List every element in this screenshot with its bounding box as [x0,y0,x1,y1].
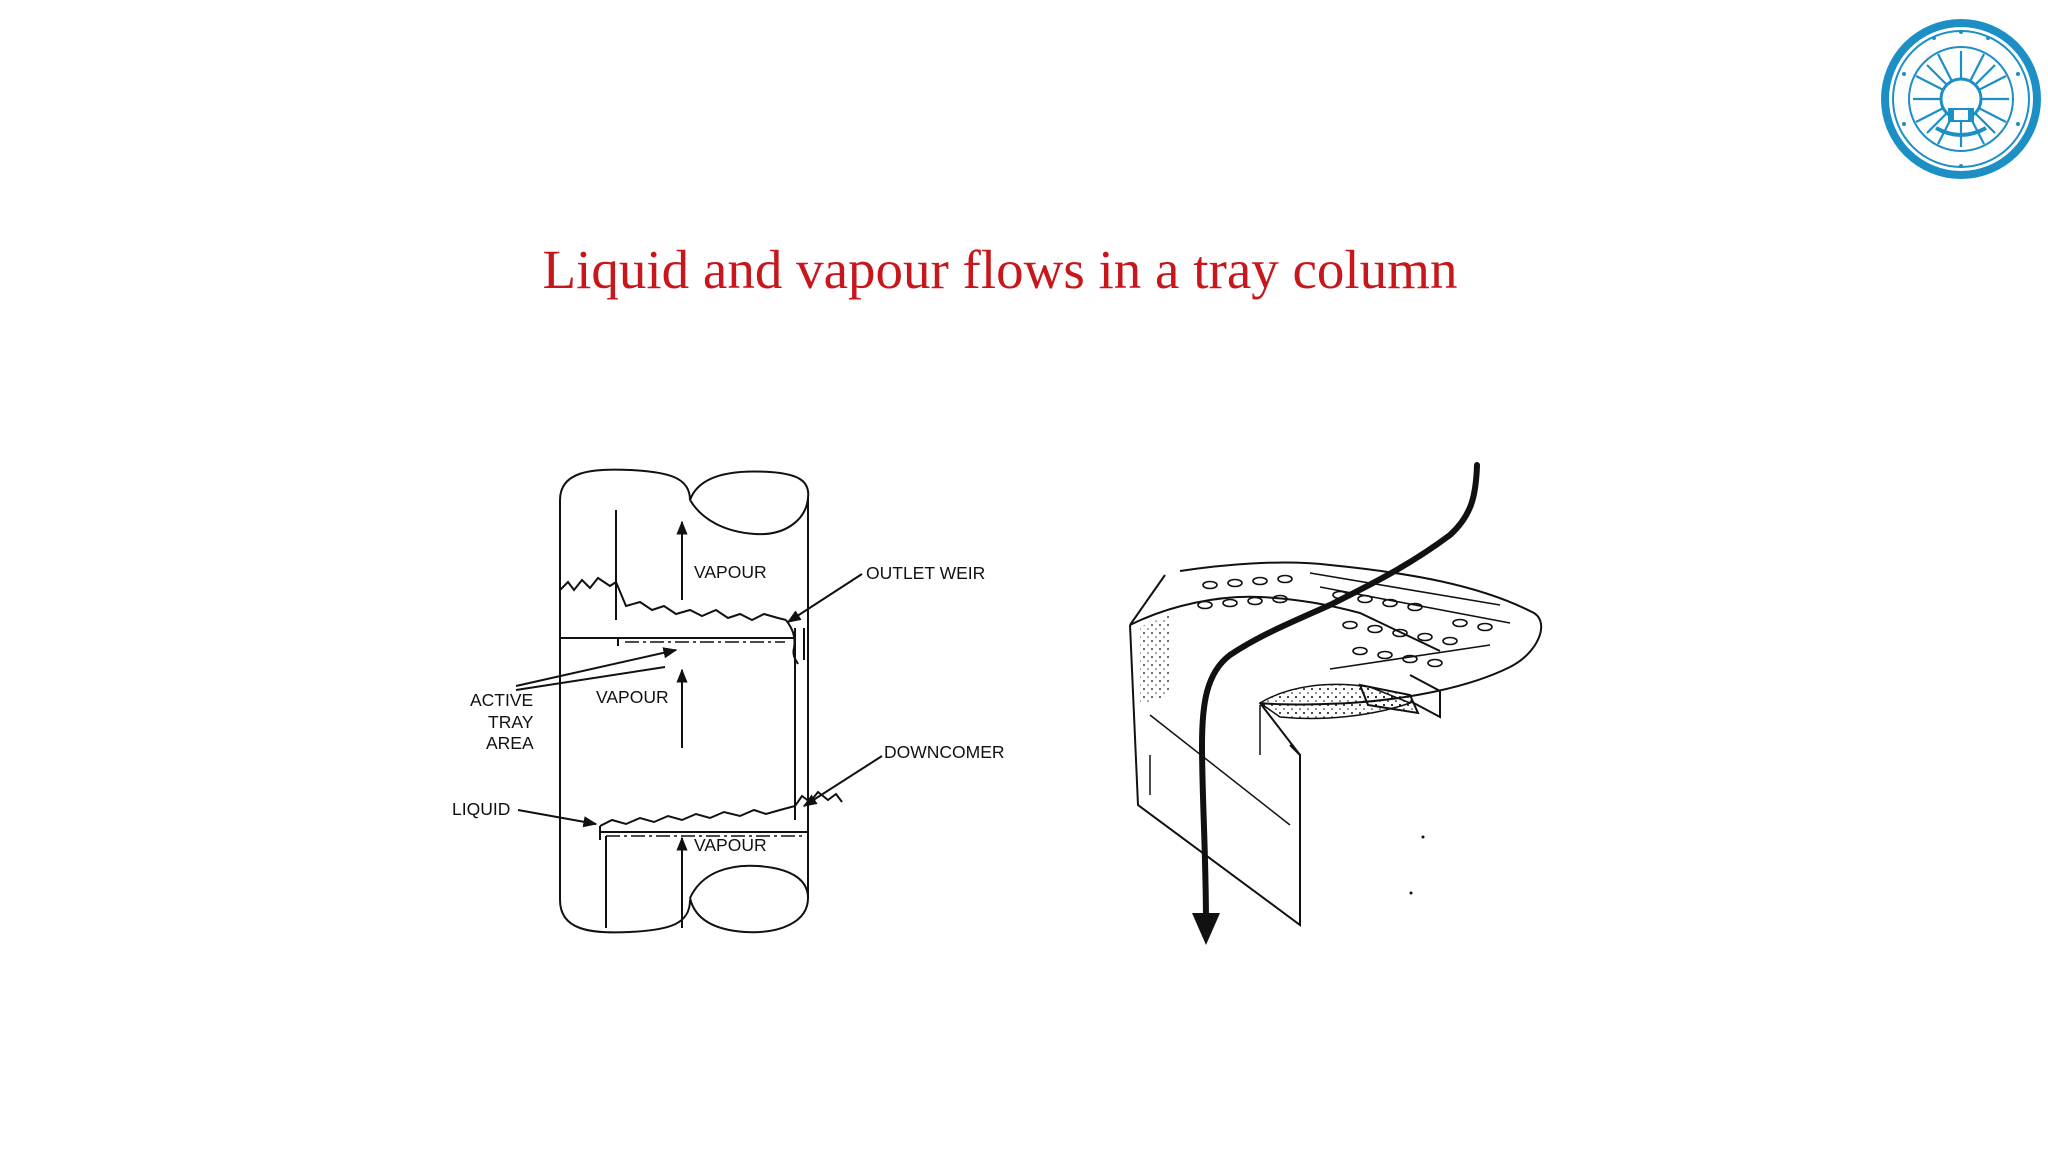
top-cutaway [689,470,810,536]
label-vapour-middle: VAPOUR [596,687,669,707]
column-outline [559,468,691,501]
label-downcomer: DOWNCOMER [884,742,1005,762]
label-vapour-bottom: VAPOUR [694,835,767,855]
bottom-cutaway [689,864,810,934]
university-seal-logo [1881,19,2041,179]
liquid-flow-arrowhead [1192,913,1220,945]
label-vapour-top: VAPOUR [694,562,767,582]
tray-deck [1179,561,1543,706]
tray-perspective-flow-illustration [1129,462,1543,945]
downcomer-plate [1129,624,1301,927]
label-active-tray-area-line2: TRAY [488,712,534,732]
label-liquid: LIQUID [452,799,510,819]
label-outlet-weir: OUTLET WEIR [866,563,985,583]
label-active-tray-area-line1: ACTIVE [470,690,533,710]
liquid-flow-path [1198,462,1480,928]
label-active-tray-area-line3: AREA [486,733,534,753]
slide-title: Liquid and vapour flows in a tray column [542,239,1458,300]
tray-column-cross-section-diagram: VAPOUR VAPOUR VAPOUR OUTLET WEIR ACTIVE … [452,468,1005,934]
